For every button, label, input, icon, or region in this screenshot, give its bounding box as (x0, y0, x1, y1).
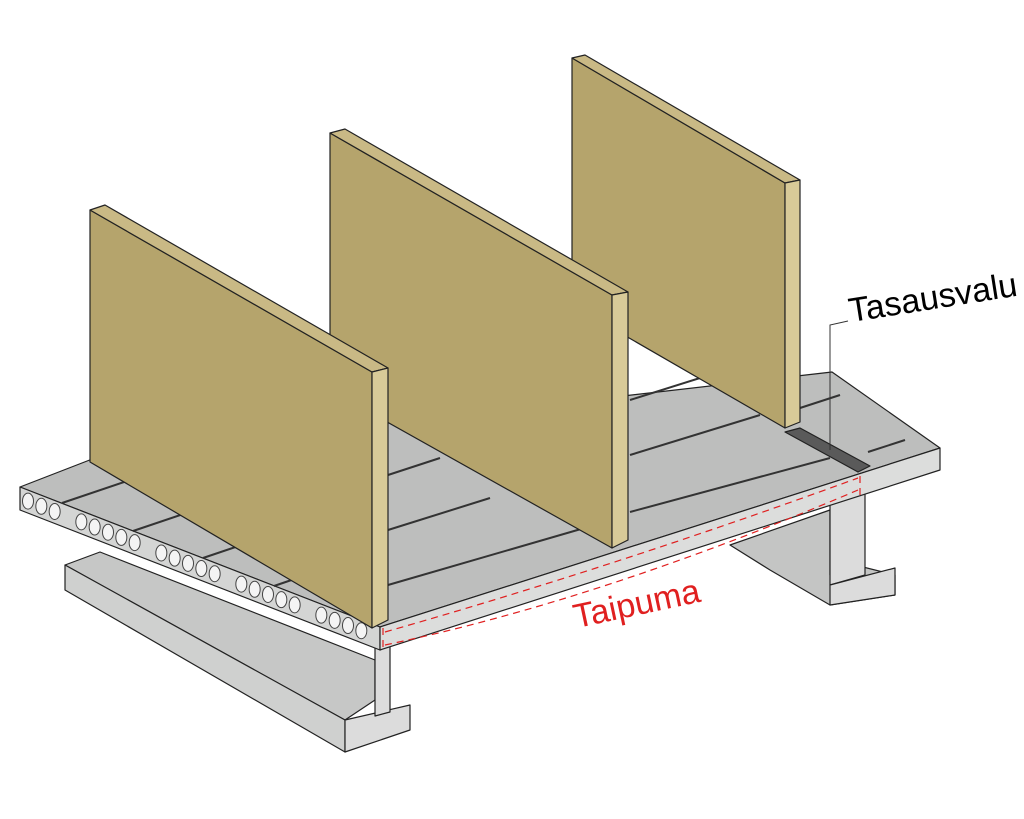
core-hole (115, 528, 128, 546)
core-hole (288, 596, 301, 614)
front-beam (64, 551, 411, 753)
core-hole (235, 575, 248, 593)
core-hole (182, 554, 194, 572)
core-hole (315, 606, 328, 624)
core-hole (355, 622, 368, 640)
core-hole (102, 523, 114, 541)
core-hole (342, 617, 354, 635)
core-hole (275, 591, 288, 609)
core-hole (35, 497, 48, 515)
deflection-lines (382, 476, 861, 650)
core-hole (208, 565, 221, 583)
hollow-cores (22, 492, 368, 640)
core-hole (22, 492, 34, 510)
core-hole (48, 502, 61, 520)
core-hole (262, 585, 274, 603)
core-hole (195, 560, 208, 578)
core-hole (88, 518, 101, 536)
core-hole (168, 549, 181, 567)
core-hole (128, 534, 141, 552)
core-hole (155, 544, 168, 562)
wall-1 (89, 204, 389, 629)
core-hole (248, 580, 261, 598)
core-hole (328, 611, 341, 629)
core-hole (75, 513, 88, 531)
leveling-cast-strip (784, 427, 871, 473)
leader-line (829, 320, 849, 450)
wall-2 (329, 128, 629, 549)
